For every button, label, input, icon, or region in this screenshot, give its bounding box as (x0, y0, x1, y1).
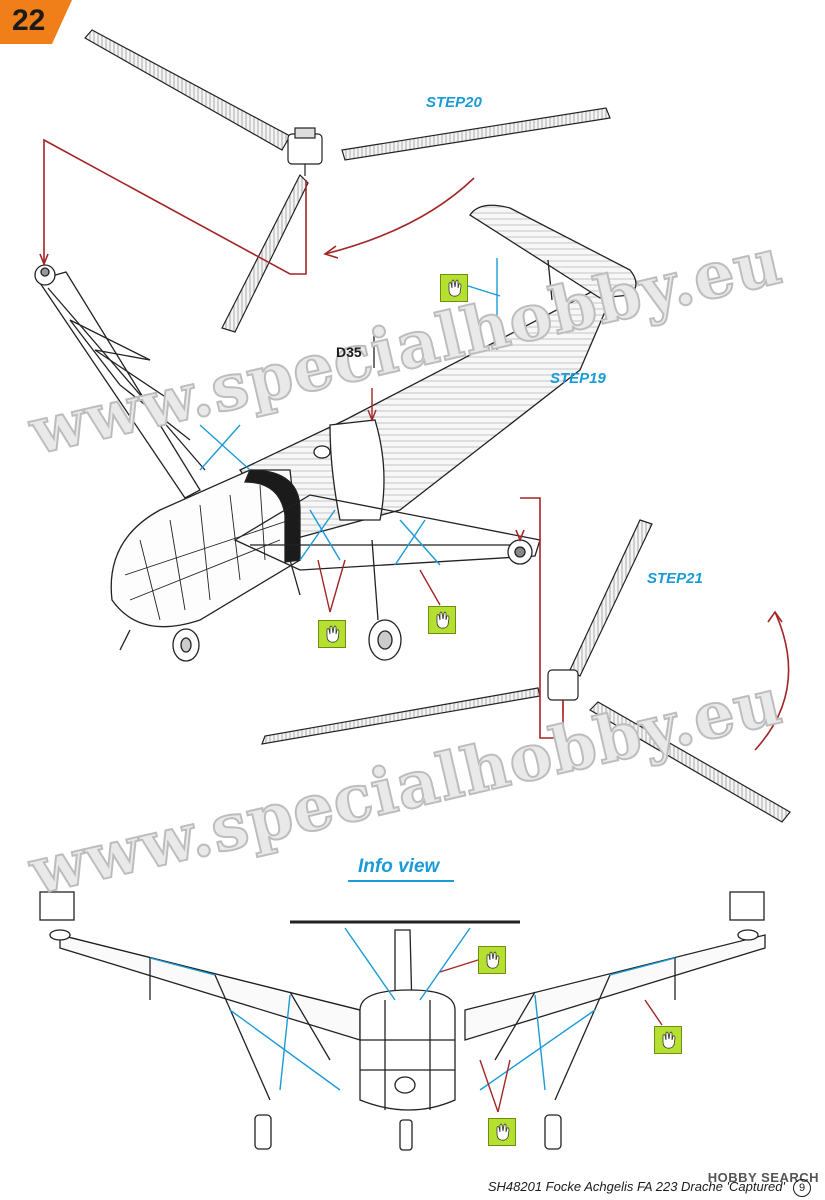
fuselage (34, 204, 637, 662)
step-19-label: STEP19 (550, 370, 606, 387)
rotor-attach-line-top (39, 138, 475, 275)
info-view-drawing (39, 891, 766, 1151)
part-label-d35: D35 (336, 344, 362, 360)
page-number: 22 (12, 4, 46, 37)
step-21-label: STEP21 (647, 570, 703, 587)
page-number-badge: 22 (0, 0, 72, 44)
glue-hand-icon (440, 274, 468, 302)
glue-hand-icon (488, 1118, 516, 1146)
top-rotor (84, 29, 611, 333)
step-20-label: STEP20 (426, 94, 482, 111)
right-rotor (261, 519, 791, 823)
info-view-underline (348, 880, 454, 882)
info-bracing-wires (149, 927, 676, 1091)
footer-page-number: 9 (793, 1179, 811, 1197)
info-view-title: Info view (358, 856, 440, 877)
bracing-wires (199, 258, 501, 566)
glue-hand-icon (654, 1026, 682, 1054)
kit-code: SH48201 Focke Achgelis FA 223 Drache 'Ca… (487, 1179, 785, 1194)
glue-hand-icon (318, 620, 346, 648)
hobbysearch-logo: HOBBY SEARCH (707, 1170, 819, 1185)
glue-hand-icon (478, 946, 506, 974)
rotor-attach-line-right (515, 497, 790, 751)
footer: HOBBY SEARCH SH48201 Focke Achgelis FA 2… (0, 1170, 825, 1200)
glue-hand-icon (428, 606, 456, 634)
